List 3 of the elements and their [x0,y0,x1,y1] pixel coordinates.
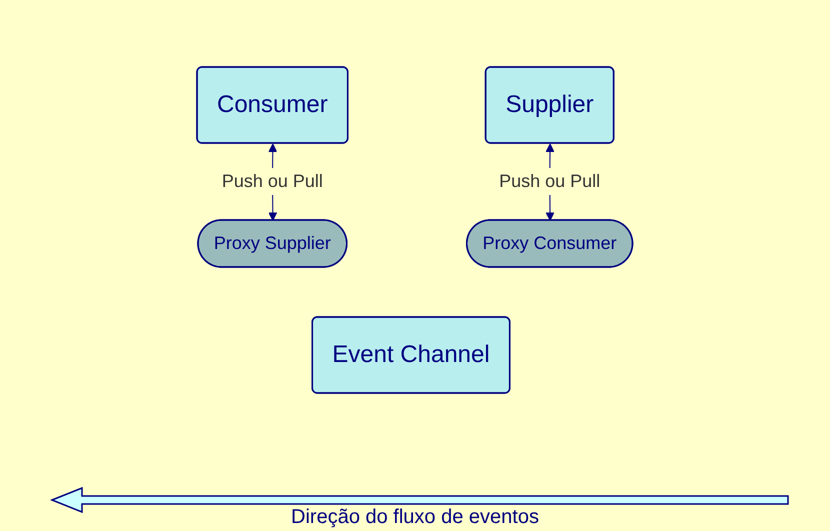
caption-text: Direção do fluxo de eventos [291,506,539,528]
edge-label: Push ou Pull [222,170,324,191]
edge-label: Push ou Pull [499,170,600,191]
